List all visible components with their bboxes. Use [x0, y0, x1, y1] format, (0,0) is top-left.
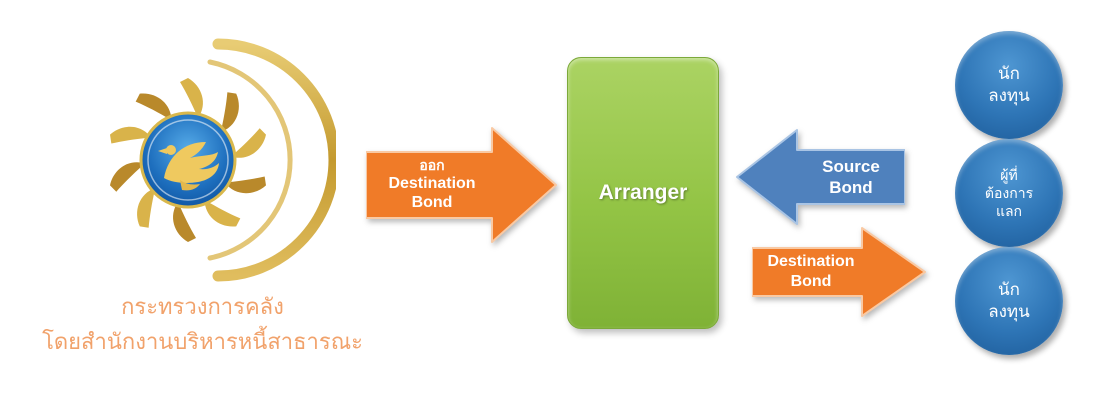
ministry-of-finance-logo: [68, 28, 340, 290]
logo-caption-line1: กระทรวงการคลัง: [121, 294, 284, 319]
investor-circle-bottom: นัก ลงทุน: [955, 247, 1063, 355]
issue-destination-bond-arrow: ออก Destination Bond: [366, 126, 558, 244]
gold-swirl-ring: [110, 78, 266, 242]
destination-bond-arrow: Destination Bond: [752, 226, 927, 318]
gold-bird-icon: [158, 142, 219, 191]
right-arrow-icon: [366, 127, 557, 243]
issue-arrow-label-line1: ออก: [419, 157, 445, 174]
logo-caption: กระทรวงการคลัง โดยสำนักงานบริหารหนี้สาธา…: [20, 289, 385, 359]
issue-arrow-label: ออก Destination Bond: [368, 126, 496, 244]
investor-circle-top-label: นัก ลงทุน: [988, 63, 1030, 105]
arranger-box: Arranger: [567, 57, 719, 329]
right-arrow-icon: [752, 227, 926, 317]
source-bond-arrow: Source Bond: [735, 128, 905, 226]
destination-arrow-label: Destination Bond: [767, 253, 855, 290]
investor-circle-top: นัก ลงทุน: [955, 31, 1063, 139]
left-arrow-icon: [736, 129, 905, 225]
issue-arrow-label-line3: Bond: [411, 194, 453, 212]
investor-circle-bottom-label: นัก ลงทุน: [988, 279, 1030, 321]
exchanger-circle-middle: ผู้ที่ ต้องการ แลก: [955, 139, 1063, 247]
exchanger-circle-middle-label: ผู้ที่ ต้องการ แลก: [984, 166, 1034, 220]
garuda-emblem-icon: [110, 38, 340, 282]
logo-caption-line2: โดยสำนักงานบริหารหนี้สาธารณะ: [42, 329, 363, 355]
issue-arrow-label-line2: Destination: [388, 175, 476, 193]
source-arrow-label: Source Bond: [822, 156, 880, 197]
arranger-label: Arranger: [598, 181, 688, 204]
